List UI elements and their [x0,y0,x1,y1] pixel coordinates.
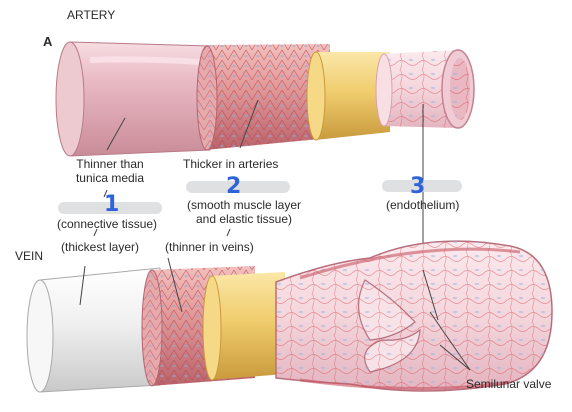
vein-tunica-intima [275,240,553,392]
semilunar-valve-cusps [357,279,421,373]
label-thinner-line2: tunica media [75,171,145,185]
artery-elastic-layer [306,51,390,141]
artery-tunica-media [196,44,330,151]
artery-title: ARTERY [67,8,116,22]
label-connective-tissue: (connective tissue) [57,217,158,231]
label-endothelium: (endothelium) [386,198,460,212]
label-thinner-than: Thinner than tunica media [66,157,154,185]
artery-tunica-externa [55,41,211,157]
label-semilunar-valve: Semilunar valve [466,377,552,391]
label-thinner-in-veins: (thinner in veins) [165,240,254,254]
handwriting-smudge-2 [186,181,290,193]
handwritten-number-3: 3 [410,174,426,199]
label-thickest-layer: (thickest layer) [61,240,140,254]
handwriting-smudge-1 [58,202,162,214]
label-smooth-line1: (smooth muscle layer [186,198,302,212]
vein-elastic-layer [202,272,285,381]
vein-title: VEIN [15,249,44,263]
handwritten-number-2: 2 [226,174,242,199]
label-thinner-line1: Thinner than [76,157,144,171]
panel-letter: A [43,34,53,49]
label-thicker-in-arteries: Thicker in arteries [183,157,279,171]
handwritten-number-1: 1 [104,192,120,217]
label-ticks [93,189,231,237]
vein-leader-lines [79,257,471,371]
vein-tunica-externa [26,267,161,393]
label-smooth-muscle: (smooth muscle layer and elastic tissue) [180,198,308,226]
artery-tunica-intima [375,49,475,129]
handwriting-smudge-3 [382,180,462,192]
label-smooth-line2: and elastic tissue) [195,212,293,226]
